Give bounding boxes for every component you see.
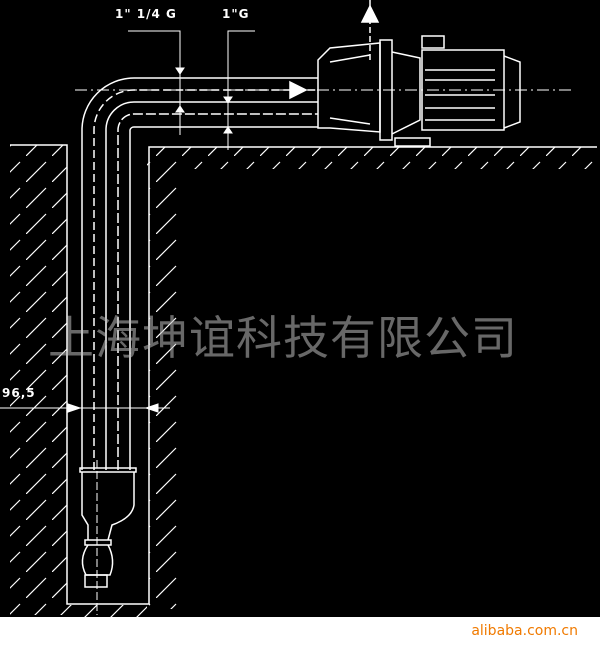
footer-site-link[interactable]: alibaba.com.cn [471,623,578,639]
footer-bar: alibaba.com.cn [0,617,600,647]
suction-pipes [75,77,575,470]
surface-pump [317,0,521,147]
ground-hatching [10,144,597,617]
pipe-large-label: 1" 1/4 G [115,7,177,21]
pipe-small-label: 1"G [222,7,250,21]
foot-valve [79,460,137,615]
dimension-lines [0,30,255,413]
watermark: 上海坤谊科技有限公司 [48,311,518,365]
diameter-label: 96,5 [2,386,36,400]
